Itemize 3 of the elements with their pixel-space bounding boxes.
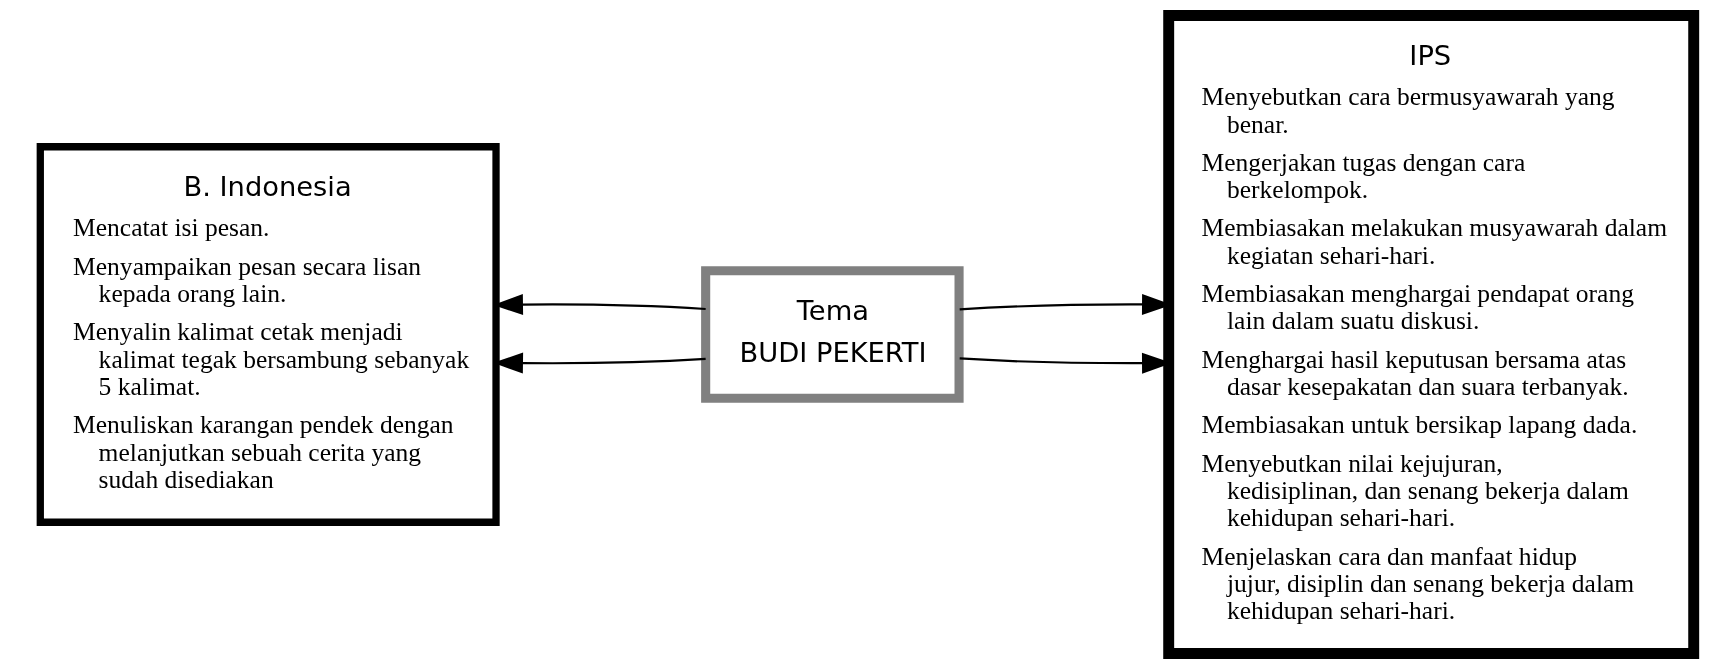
node-box: IPS Menyebutkan cara bermusyawarah yang benar. Mengerjakan tugas dengan cara berkelompok. Membiasakan melakukan musyawarah dalam kegiatan sehari-hari. Membiasakan menghargai pendapat orang lain dalam suatu diskusi. Menghargai hasil keputusan bersama atas dasar kesepakatan dan suara terbanyak. Membiasakan untuk bersikap lapang dada. Menyebutkan nilai kejujuran, kedisiplinan, dan senang bekerja dalam kehidupan sehari-hari. Menjelaskan cara dan manfaat hidup jujur, disiplin dan senang bekerja dalam kehidupan sehari-hari. [1162,10,1699,659]
node-box: B. Indonesia Mencatat isi pesan. Menyampaikan pesan secara lisan kepada orang lain. Menyalin kalimat cetak menjadi kalimat tegak bersambung sebanyak 5 kalimat. Menuliskan karangan pendek dengan melanjutkan sebuah cerita yang sudah disediakan [36,143,500,526]
node-box: Tema BUDI PEKERTI [700,266,964,403]
